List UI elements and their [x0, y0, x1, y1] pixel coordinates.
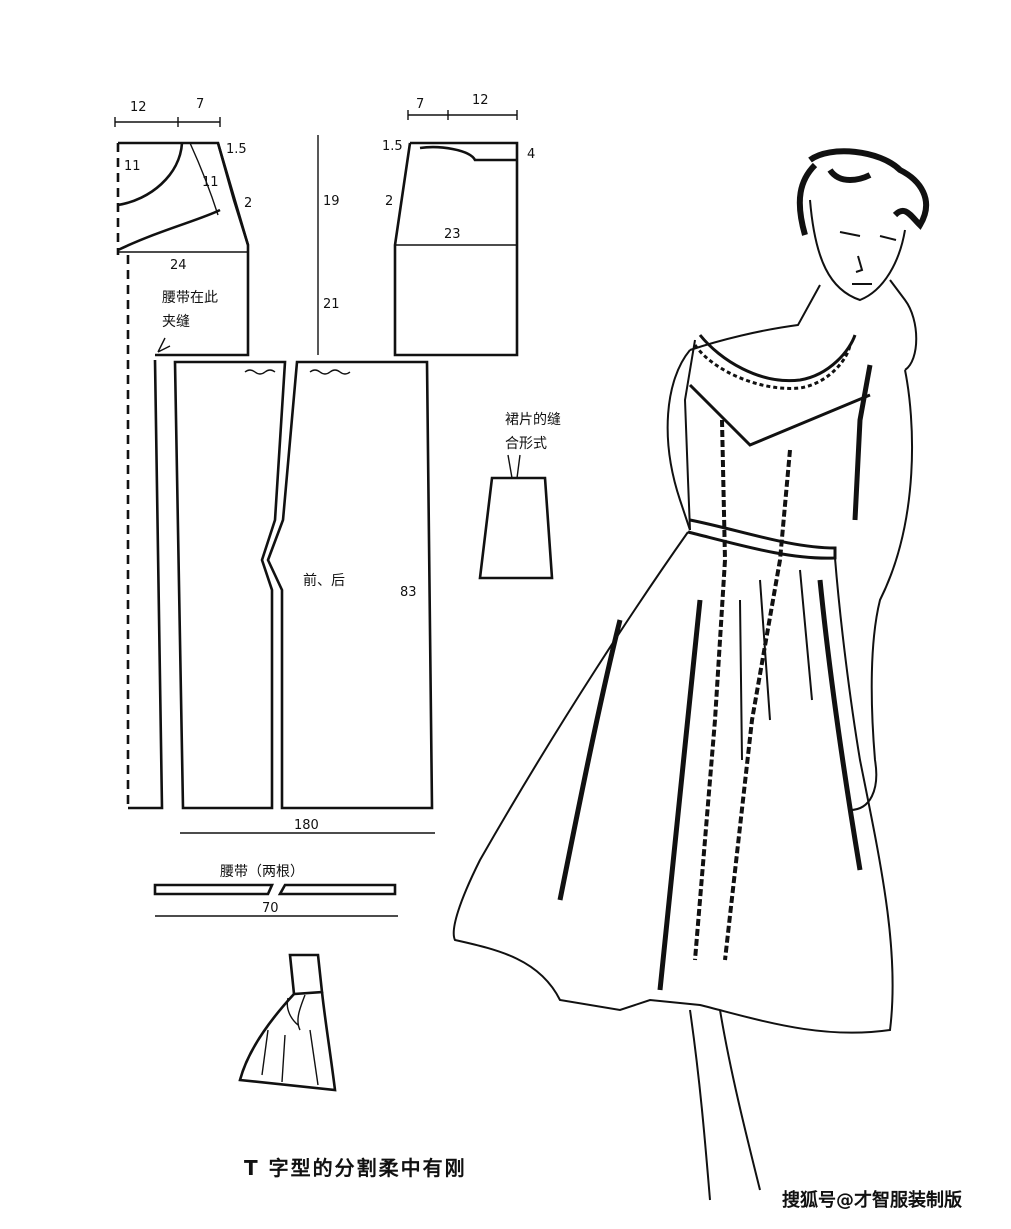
skirt-seam-sketch — [478, 476, 554, 580]
neckline-stitch — [693, 344, 852, 390]
dim-label: 12 — [130, 100, 147, 115]
skirt-folds — [557, 579, 863, 991]
dim-label: 19 — [323, 194, 340, 209]
gather-mark — [244, 369, 276, 375]
dim-label: 70 — [262, 901, 279, 916]
belt-piece-left — [153, 883, 275, 896]
right-arm — [849, 369, 914, 811]
diagram-caption: T 字型的分割柔中有刚 — [244, 1156, 467, 1180]
center-seam-left — [693, 419, 728, 961]
skirt-seam-label: 裙片的缝 — [505, 412, 561, 428]
back-bodice: 7 12 1.5 4 2 23 — [382, 93, 535, 357]
dim-label: 1.5 — [226, 142, 247, 157]
legs — [689, 1009, 761, 1201]
bodice-left-side — [683, 339, 696, 531]
dress-skirt-outline — [452, 531, 894, 1034]
neck-shoulders — [689, 279, 918, 371]
front-back-label: 前、后 — [303, 572, 345, 589]
fashion-illustration — [452, 148, 929, 1201]
skirt-panels: 前、后 83 180 — [126, 255, 435, 834]
dim-label: 2 — [244, 196, 252, 211]
gather-mark — [309, 369, 351, 375]
yoke-seam — [117, 208, 221, 252]
sketch-folds — [261, 1029, 319, 1086]
belt-title: 腰带（两根） — [220, 864, 304, 880]
belt-seam-label: 夹缝 — [162, 314, 190, 330]
back-bodice-outline — [393, 141, 519, 357]
dim-label: 23 — [444, 227, 461, 242]
small-dress-sketch — [238, 953, 337, 1092]
hair — [796, 148, 929, 236]
center-dimensions: 19 21 — [317, 135, 340, 355]
dim-label: 2 — [385, 194, 393, 209]
face-features — [839, 231, 897, 285]
watermark: 搜狐号@才智服装制版 — [782, 1189, 962, 1211]
dim-label: 1.5 — [382, 139, 403, 154]
left-strip — [128, 359, 164, 810]
seam-pointer — [507, 454, 521, 479]
skirt-seam-label: 合形式 — [505, 436, 547, 452]
dim-label: 11 — [124, 159, 141, 174]
dim-label: 7 — [416, 97, 424, 112]
dim-label: 21 — [323, 297, 340, 312]
dim-label: 180 — [294, 818, 319, 833]
sketch-bodice — [288, 953, 324, 996]
dim-label: 12 — [472, 93, 489, 108]
dress-neckline — [698, 334, 857, 383]
arrow — [157, 337, 171, 353]
dress-yoke-seam — [688, 383, 871, 447]
armhole-line — [216, 142, 250, 246]
skirt-right-panel — [266, 360, 434, 810]
center-seam-right — [723, 449, 792, 961]
dim-label: 7 — [196, 97, 204, 112]
bodice-right-side — [852, 364, 873, 521]
left-arm — [666, 349, 691, 531]
dim-label: 24 — [170, 258, 187, 273]
skirt-left-panel — [173, 360, 287, 810]
dim-label: 4 — [527, 147, 535, 162]
belt-seam-label: 腰带在此 — [162, 290, 218, 306]
sketch-skirt — [238, 991, 337, 1092]
front-neck-curve — [117, 142, 184, 207]
inner-armhole — [189, 142, 219, 216]
skirt-folds-thin — [739, 569, 813, 761]
face-outline — [809, 199, 906, 302]
dress-belt — [687, 518, 837, 560]
belt: 腰带（两根） 70 — [153, 864, 398, 917]
dim-label: 83 — [400, 585, 417, 600]
back-neck-curve — [419, 145, 517, 162]
sketch-belt-tie — [286, 994, 306, 1031]
front-bodice: 12 7 11 1.5 11 2 24 腰带在此 夹缝 — [114, 97, 252, 357]
belt-piece-right — [277, 883, 397, 896]
skirt-seam-detail: 裙片的缝 合形式 — [478, 412, 561, 580]
dim-label: 11 — [202, 175, 219, 190]
